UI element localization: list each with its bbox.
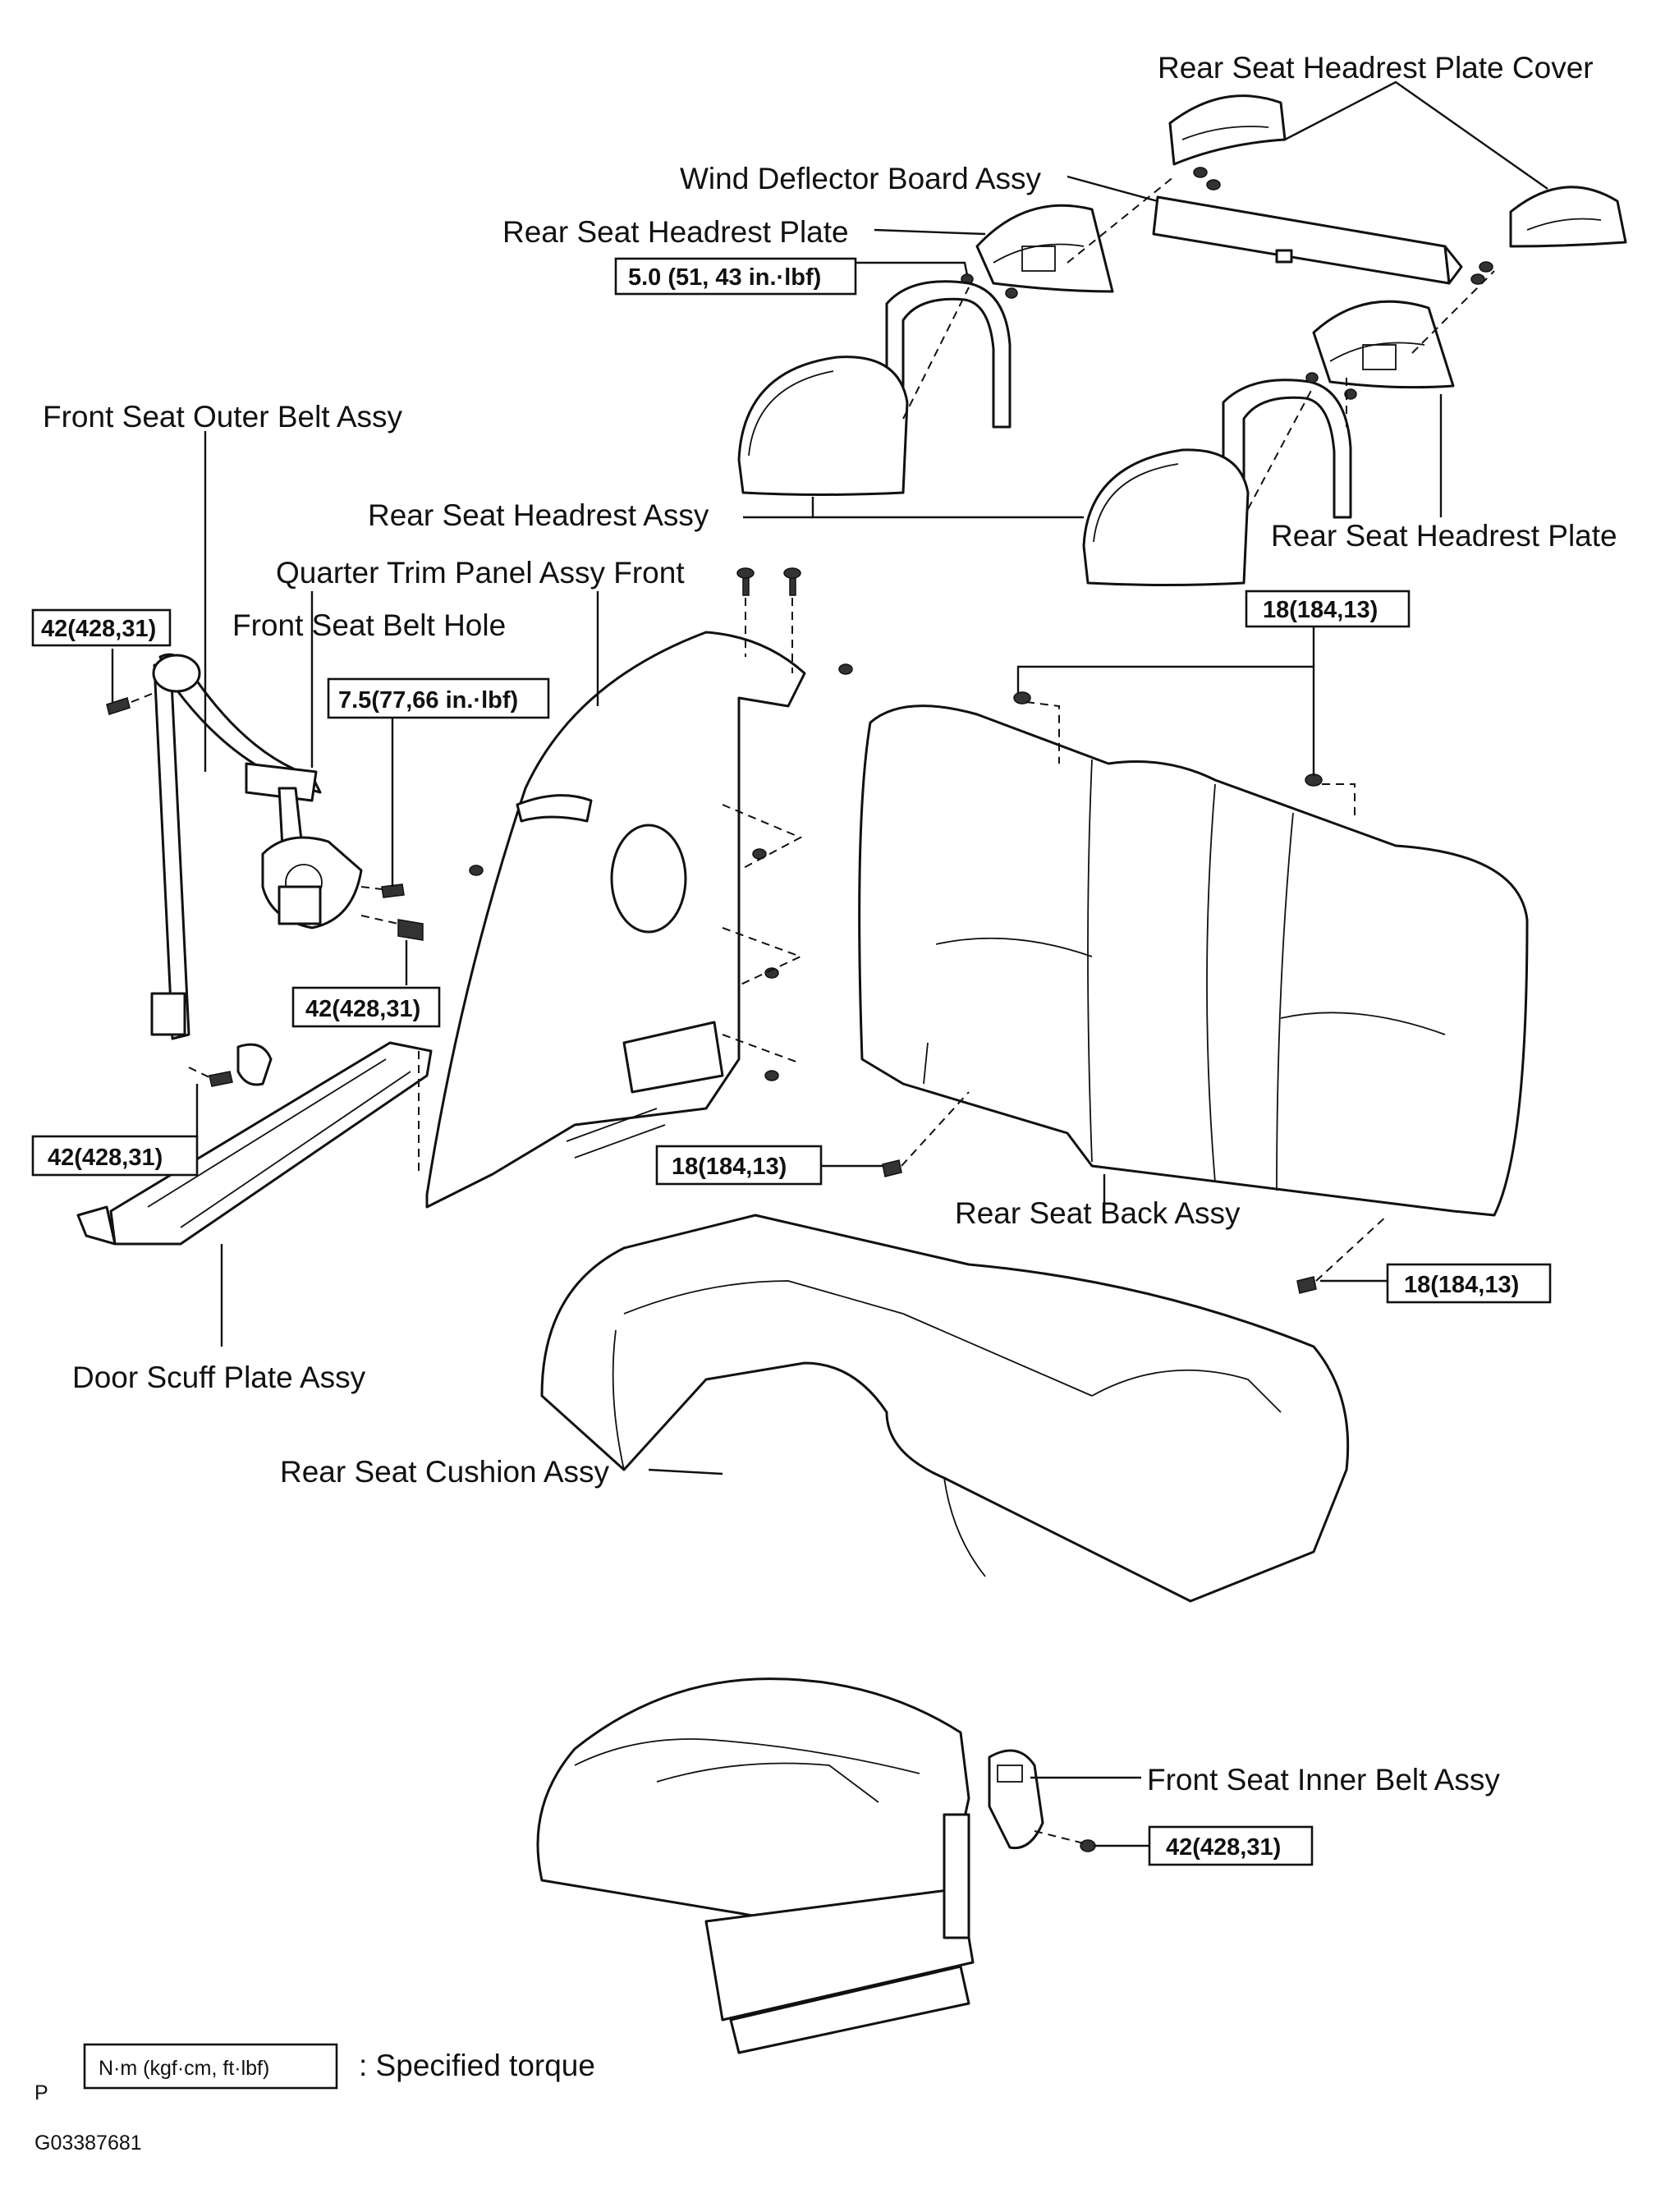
torque-inner-belt: 42(428,31) xyxy=(1148,1825,1314,1866)
headrest-plate-cover-right xyxy=(1509,186,1627,248)
outer-belt-upper-bolt xyxy=(106,697,131,715)
label-rear-headrest-plate-left: Rear Seat Headrest Plate xyxy=(502,215,849,249)
label-rear-headrest-plate-cover: Rear Seat Headrest Plate Cover xyxy=(1158,51,1594,85)
svg-text:42(428,31): 42(428,31) xyxy=(41,616,156,642)
svg-text:18(184,13): 18(184,13) xyxy=(672,1154,787,1180)
legend-letter: P xyxy=(34,2081,48,2104)
svg-text:18(184,13): 18(184,13) xyxy=(1404,1272,1519,1298)
legend-unit-desc: : Specified torque xyxy=(359,2049,595,2082)
torque-outer-belt-lower: 42(428,31) xyxy=(31,1135,199,1177)
torque-seat-back-right: 18(184,13) xyxy=(1386,1263,1552,1304)
label-rear-headrest-assy: Rear Seat Headrest Assy xyxy=(368,498,709,532)
headrest-plate-cover-left xyxy=(1168,94,1287,166)
rear-seat-cushion xyxy=(540,1214,1350,1603)
retractor xyxy=(261,836,363,929)
headrest-frame-right xyxy=(1222,379,1352,519)
svg-text:42(428,31): 42(428,31) xyxy=(48,1145,163,1171)
label-rear-headrest-plate-right: Rear Seat Headrest Plate xyxy=(1271,519,1617,553)
label-front-outer-belt: Front Seat Outer Belt Assy xyxy=(43,400,403,434)
trim-panel-clips xyxy=(469,567,853,1081)
legend: N·m (kgf·cm, ft·lbf) : Specified torque … xyxy=(34,2043,595,2155)
front-seat-inner-belt xyxy=(988,1749,1096,1852)
rear-headrest-assy-right xyxy=(1082,448,1250,586)
rear-headrest-assy-left xyxy=(737,356,909,496)
label-door-scuff-plate: Door Scuff Plate Assy xyxy=(72,1361,366,1394)
label-front-belt-hole: Front Seat Belt Hole xyxy=(232,608,506,642)
wind-deflector-board xyxy=(1152,195,1463,285)
label-rear-seat-cushion: Rear Seat Cushion Assy xyxy=(280,1455,610,1489)
svg-text:18(184,13): 18(184,13) xyxy=(1263,597,1378,623)
retractor-bolts xyxy=(381,883,424,941)
deflector-bolts xyxy=(1193,167,1493,285)
rear-headrest-plate-left xyxy=(975,204,1114,293)
door-scuff-plate xyxy=(76,1041,433,1246)
torque-headrest-plate: 5.0 (51, 43 in.·lbf) xyxy=(614,257,857,296)
label-front-inner-belt: Front Seat Inner Belt Assy xyxy=(1147,1763,1500,1797)
torque-seat-back-left: 18(184,13) xyxy=(655,1145,823,1186)
torque-seat-back-top: 18(184,13) xyxy=(1245,590,1411,628)
rear-seat-back xyxy=(858,704,1529,1217)
front-seat xyxy=(536,1677,975,2054)
torque-outer-belt-upper: 42(428,31) xyxy=(31,608,172,647)
label-rear-seat-back: Rear Seat Back Assy xyxy=(955,1196,1241,1230)
legend-unit-box: N·m (kgf·cm, ft·lbf) xyxy=(99,2057,269,2080)
svg-text:7.5(77,66 in.·lbf): 7.5(77,66 in.·lbf) xyxy=(338,687,518,714)
outer-belt-lower-bolt xyxy=(209,1043,273,1087)
figure-code: G03387681 xyxy=(34,2132,142,2155)
quarter-trim-panel xyxy=(425,631,806,1209)
torque-belt-hole: 7.5(77,66 in.·lbf) xyxy=(327,677,550,719)
svg-text:42(428,31): 42(428,31) xyxy=(305,996,420,1022)
rear-headrest-plate-right xyxy=(1312,300,1455,389)
label-wind-deflector: Wind Deflector Board Assy xyxy=(680,162,1042,195)
svg-text:42(428,31): 42(428,31) xyxy=(1166,1834,1281,1861)
headrest-frame-left xyxy=(885,280,1012,429)
svg-text:5.0 (51, 43 in.·lbf): 5.0 (51, 43 in.·lbf) xyxy=(628,264,821,291)
seat-back-bolts xyxy=(882,691,1323,1294)
label-quarter-trim-panel: Quarter Trim Panel Assy Front xyxy=(276,556,685,590)
torque-retractor: 42(428,31) xyxy=(291,986,441,1028)
